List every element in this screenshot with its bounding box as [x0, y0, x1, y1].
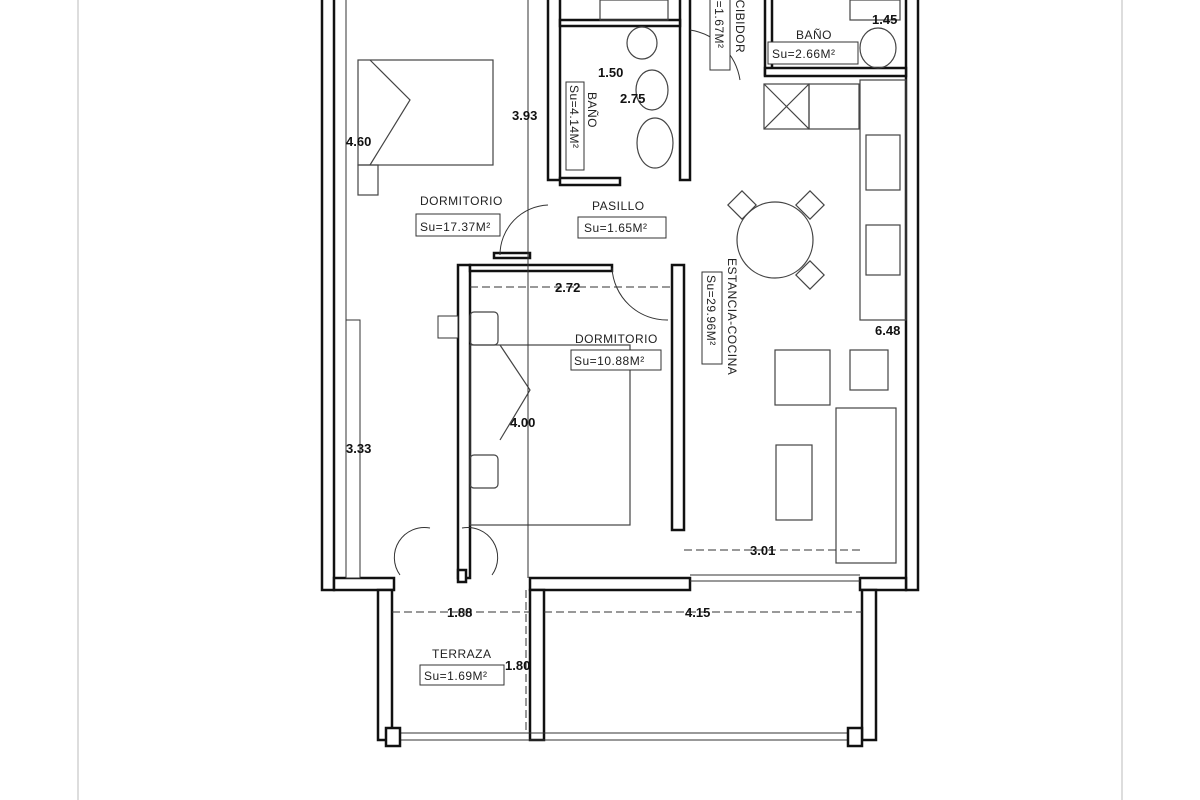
dim-3-93: 3.93 [512, 108, 537, 123]
dimension-lines [392, 0, 862, 733]
walls [320, 0, 920, 748]
room-bano-2-area: Su=2.66M² [772, 47, 836, 61]
room-estancia-area: Su=29.96M² [704, 275, 718, 346]
dim-1-88: 1.88 [447, 605, 472, 620]
dim-3-01: 3.01 [750, 543, 775, 558]
dim-4-60: 4.60 [346, 134, 371, 149]
dim-1-50: 1.50 [598, 65, 623, 80]
furniture [357, 0, 907, 564]
room-dormitorio-2-area: Su=10.88M² [574, 354, 645, 368]
room-pasillo-area: Su=1.65M² [584, 221, 648, 235]
room-dormitorio-1-area: Su=17.37M² [420, 220, 491, 234]
room-bano-1-name: BAÑO [585, 92, 599, 128]
room-bano-1-area: Su=4.14M² [567, 85, 581, 149]
room-estancia-name: ESTANCIA-COCINA [725, 258, 739, 375]
dim-1-45: 1.45 [872, 12, 897, 27]
dim-4-15: 4.15 [685, 605, 710, 620]
room-bano-2-name: BAÑO [796, 28, 832, 42]
dim-4-00: 4.00 [510, 415, 535, 430]
dim-6-48: 6.48 [875, 323, 900, 338]
room-recibidor-area: Su=1.67M² [712, 0, 726, 49]
dim-3-33: 3.33 [346, 441, 371, 456]
dim-2-72: 2.72 [555, 280, 580, 295]
room-terraza-area: Su=1.69M² [424, 669, 488, 683]
room-pasillo-name: PASILLO [592, 199, 645, 213]
doors [393, 29, 741, 584]
dim-1-80: 1.80 [505, 658, 530, 673]
room-dormitorio-1-name: DORMITORIO [420, 194, 503, 208]
room-recibidor-name: RECIBIDOR [733, 0, 747, 53]
room-terraza-name: TERRAZA [432, 647, 492, 661]
room-dormitorio-2-name: DORMITORIO [575, 332, 658, 346]
dim-2-75: 2.75 [620, 91, 645, 106]
